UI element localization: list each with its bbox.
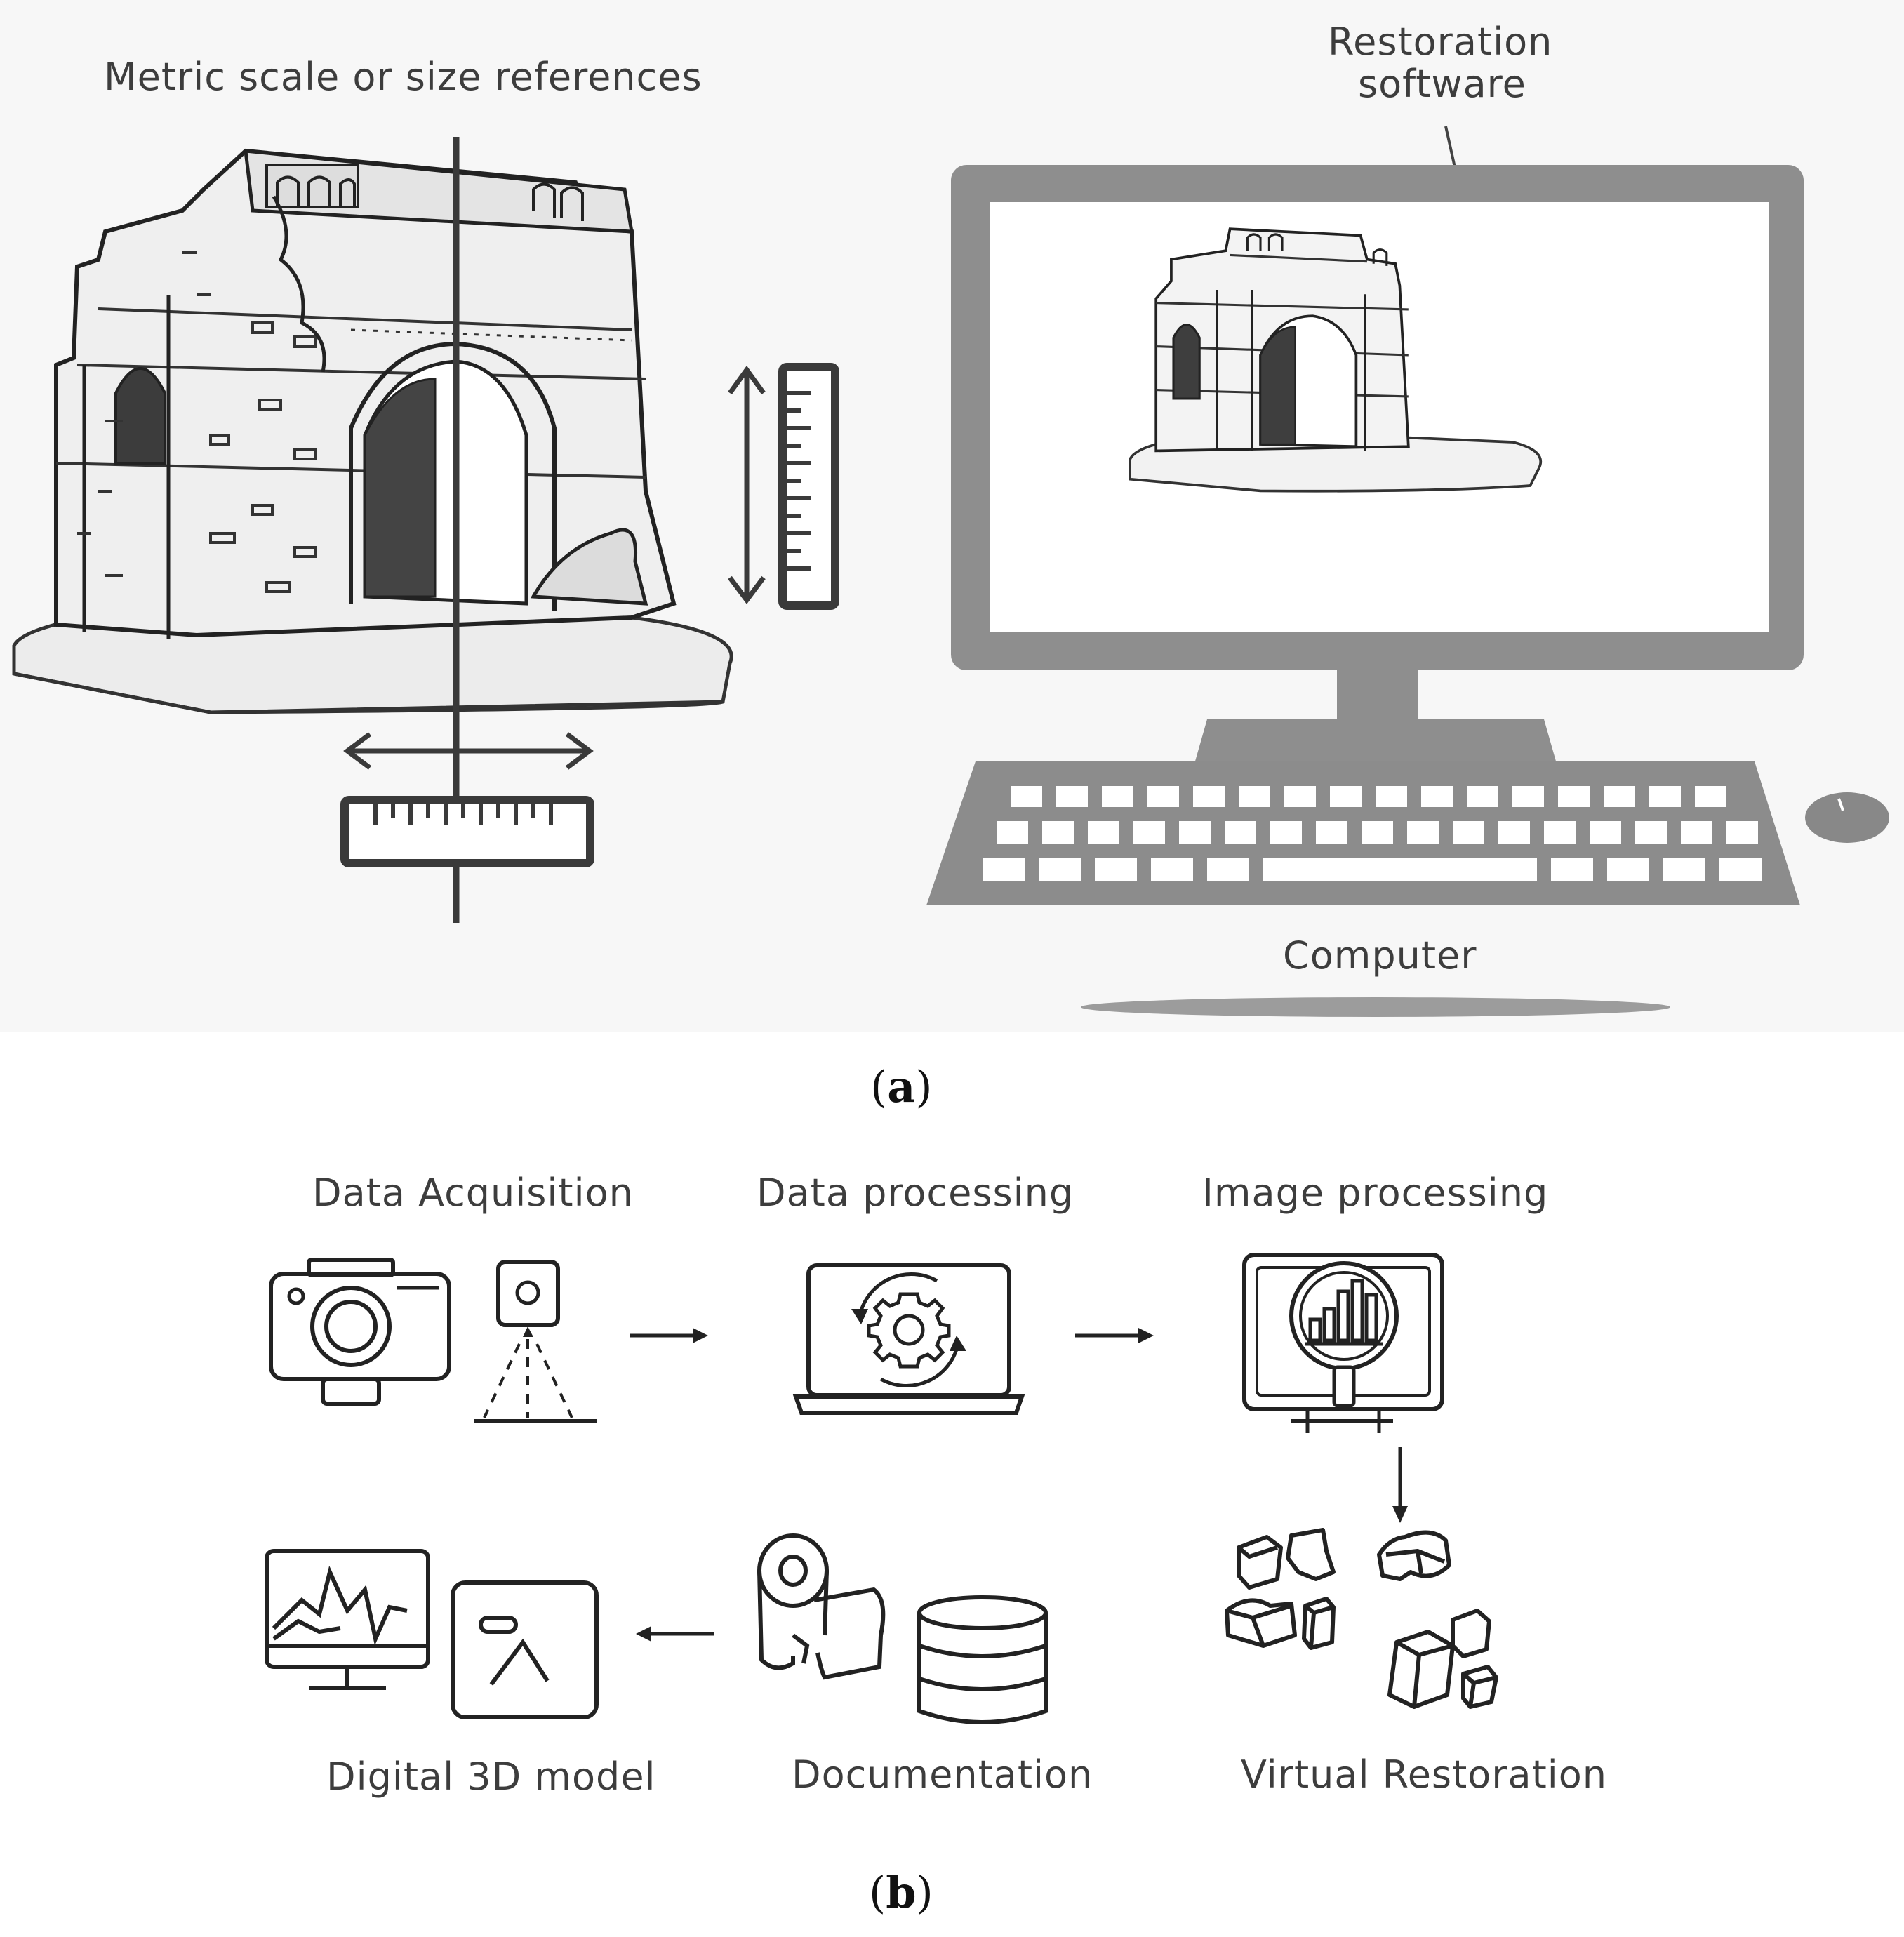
step-label-data-processing: Data processing <box>757 1171 1074 1215</box>
arrow-left-icon <box>636 1626 714 1642</box>
vertical-ruler <box>728 363 839 610</box>
caption-a-close: ) <box>915 1061 933 1112</box>
caption-b-letter: b <box>886 1867 917 1918</box>
step-label-virtual-restoration: Virtual Restoration <box>1241 1752 1608 1797</box>
computer-label: Computer <box>1283 933 1477 978</box>
scanner-icon <box>474 1260 597 1423</box>
fragments-icon <box>1225 1528 1498 1709</box>
monitor-magnifier-icon <box>1242 1253 1444 1433</box>
caption-a-open: ( <box>870 1061 888 1112</box>
arrow-right-icon <box>630 1328 708 1343</box>
step-label-image-processing: Image processing <box>1202 1171 1549 1215</box>
chart-monitor-icon <box>265 1549 430 1690</box>
scroll-document-icon <box>757 1533 886 1680</box>
arch-monument-illustration <box>12 148 733 714</box>
metric-scale-label: Metric scale or size references <box>104 55 703 99</box>
caption-b-open: ( <box>869 1867 886 1918</box>
computer-illustration <box>926 126 1889 1017</box>
step-label-digital-3d-model: Digital 3D model <box>326 1755 656 1799</box>
step-label-documentation: Documentation <box>792 1752 1093 1797</box>
database-icon <box>917 1595 1048 1724</box>
horizontal-ruler <box>340 732 594 867</box>
caption-b: (b) <box>869 1867 933 1918</box>
caption-a: (a) <box>870 1061 933 1112</box>
caption-b-close: ) <box>916 1867 933 1918</box>
vertical-reference-line <box>453 137 460 923</box>
laptop-gear-icon <box>792 1263 1025 1415</box>
caption-a-letter: a <box>887 1061 916 1112</box>
arrow-right-icon <box>1075 1328 1154 1343</box>
step-label-data-acquisition: Data Acquisition <box>312 1171 634 1215</box>
camera-icon <box>269 1258 451 1406</box>
restoration-software-label-line1: Restoration <box>1328 20 1553 64</box>
restoration-software-label-line2: software <box>1358 62 1526 106</box>
image-card-icon <box>451 1580 599 1719</box>
arrow-down-icon <box>1392 1447 1408 1523</box>
